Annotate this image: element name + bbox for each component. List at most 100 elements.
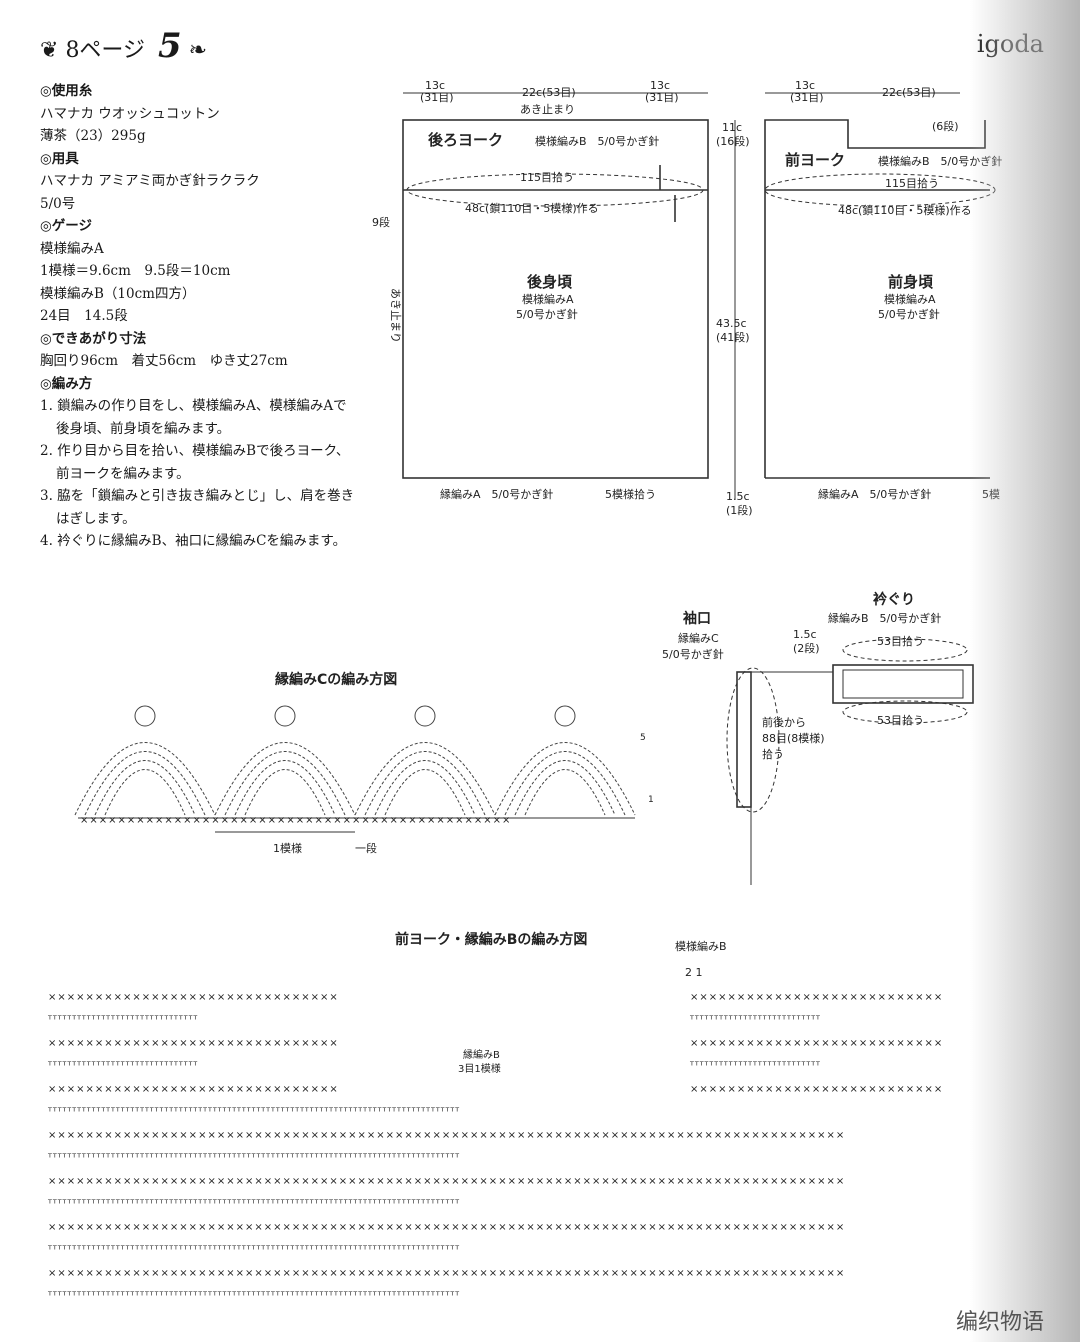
chart-b-stitch-row: ××××××××××××××××××××××××××××××× [48, 1038, 339, 1049]
page-curl-shadow [970, 0, 1080, 1342]
pickup-ellipse-back [406, 173, 704, 207]
back-yoke-pattern: 模様編みB 5/0号かぎ針 [535, 134, 659, 148]
tools-line-2: 5/0号 [40, 195, 76, 212]
sleeve-pick-3: 拾う [762, 747, 784, 761]
dim-13c-left: 13c [425, 79, 445, 92]
side-open-label: あき止まり [389, 288, 402, 343]
chart-c-arch [104, 769, 186, 816]
chart-b-edge-label-1: 縁編みB [463, 1048, 500, 1061]
neck-pick-bottom: 53目拾う [877, 713, 924, 727]
sleeve-band [736, 671, 752, 808]
rows-16: (16段) [716, 134, 750, 148]
chart-c-repeat-label: 1模様 [273, 841, 302, 855]
gauge-a: 模様編みA [40, 240, 104, 257]
step-3: 3. 脇を「鎖編みと引き抜き編みとじ」し、肩を巻きはぎします。 [40, 488, 355, 527]
rows-9-label: 9段 [372, 215, 390, 229]
gauge-heading: ◎ゲージ [40, 218, 93, 234]
chart-c-picot [414, 705, 436, 727]
pattern-number: 5 [158, 26, 182, 66]
size-value: 胸回り96cm 着丈56cm ゆき丈27cm [40, 353, 288, 369]
gauge-a-value: 1模様＝9.6cm 9.5段＝10cm [40, 263, 231, 279]
make-48-back: 48c(鎖110目・5模様)作る [465, 201, 599, 215]
step-2: 2. 作り目から目を拾い、模様編みBで後ろヨーク、前ヨークを編みます。 [40, 443, 350, 482]
chart-c-arch [494, 742, 636, 816]
tools-heading: ◎用具 [40, 150, 79, 167]
chart-c-arch [504, 751, 626, 816]
chart-c-arch [84, 751, 206, 816]
pick-5-label: 5模様拾う [605, 487, 656, 501]
yarn-heading: ◎使用糸 [40, 83, 93, 99]
dim-11c: 11c [722, 121, 742, 134]
tools-line-1: ハマナカ アミアミ両かぎ針ラクラク [40, 173, 260, 189]
front-make-48: 48c(鎖110目・5模様)作る [838, 203, 972, 217]
chart-b-stitch-row: ᵀᵀᵀᵀᵀᵀᵀᵀᵀᵀᵀᵀᵀᵀᵀᵀᵀᵀᵀᵀᵀᵀᵀᵀᵀᵀᵀ [689, 1015, 821, 1026]
chart-b-stitch-row: ᵀᵀᵀᵀᵀᵀᵀᵀᵀᵀᵀᵀᵀᵀᵀᵀᵀᵀᵀᵀᵀᵀᵀᵀᵀᵀᵀᵀᵀᵀᵀᵀᵀᵀᵀᵀᵀᵀᵀᵀ… [47, 1291, 460, 1302]
chart-b-stitch-row: ××××××××××××××××××××××××××× [690, 992, 943, 1003]
watermark: 编织物语 [955, 1310, 1044, 1335]
rows-41: (41段) [716, 330, 750, 344]
back-body-title: 後身頃 [526, 273, 573, 291]
front-body-title: 前身頃 [888, 273, 934, 291]
front-dim-13c: 13c [795, 79, 815, 92]
front-dim-31: (31目) [790, 91, 824, 104]
chart-b-stitch-row: ᵀᵀᵀᵀᵀᵀᵀᵀᵀᵀᵀᵀᵀᵀᵀᵀᵀᵀᵀᵀᵀᵀᵀᵀᵀᵀᵀ [689, 1061, 821, 1072]
neck-edge: 縁編みB 5/0号かぎ針 [828, 611, 941, 625]
front-yoke-title: 前ヨーク [785, 151, 845, 169]
chart-b-stitch-row: ××××××××××××××××××××××××××××××××××××××××… [48, 1130, 845, 1141]
sleeve-pick-2: 88目(8模様) [762, 731, 825, 745]
chart-b-rows-label: 2 1 [685, 966, 703, 979]
sleeve-title: 袖口 [683, 610, 711, 627]
dim-31-right: (31目) [645, 91, 679, 104]
chart-b-stitch-row: ××××××××××××××××××××××××××××××××××××××××… [48, 1176, 845, 1187]
size-heading: ◎できあがり寸法 [40, 330, 147, 347]
chart-c-arch [364, 751, 486, 816]
front-panel-outline [764, 119, 986, 478]
chart-b-edge-label-2: 3目1模様 [458, 1062, 501, 1075]
chart-c-title: 縁編みCの編み方図 [275, 671, 397, 688]
chart-c-arch [354, 742, 496, 816]
dim-22c: 22c(53目) [522, 86, 576, 99]
dim-1-5c: 1.5c [726, 490, 750, 503]
chart-b-stitch-row: ᵀᵀᵀᵀᵀᵀᵀᵀᵀᵀᵀᵀᵀᵀᵀᵀᵀᵀᵀᵀᵀᵀᵀᵀᵀᵀᵀᵀᵀᵀᵀᵀᵀᵀᵀᵀᵀᵀᵀᵀ… [47, 1153, 460, 1164]
neck-rows: (2段) [793, 641, 820, 655]
front-rows-6: (6段) [932, 119, 959, 133]
chart-b-stitch-row: ᵀᵀᵀᵀᵀᵀᵀᵀᵀᵀᵀᵀᵀᵀᵀᵀᵀᵀᵀᵀᵀᵀᵀᵀᵀᵀᵀᵀᵀᵀᵀᵀᵀᵀᵀᵀᵀᵀᵀᵀ… [47, 1245, 460, 1256]
yarn-color: 薄茶（23）295g [40, 128, 146, 144]
chart-b-title: 前ヨーク・縁編みBの編み方図 [395, 931, 587, 948]
chart-c-arch [244, 769, 326, 816]
chart-c-picot [554, 705, 576, 727]
dim-13c-right: 13c [650, 79, 670, 92]
dim-43-5c: 43.5c [716, 317, 747, 330]
back-body-hook: 5/0号かぎ針 [516, 307, 578, 321]
neck-pickup-top [842, 638, 968, 662]
sleeve-pickup-ellipse [726, 667, 780, 813]
back-panel-outline [402, 119, 709, 479]
chart-b-stitch-row: ××××××××××××××××××××××××××× [690, 1084, 943, 1095]
chart-b-stitch-row: ᵀᵀᵀᵀᵀᵀᵀᵀᵀᵀᵀᵀᵀᵀᵀᵀᵀᵀᵀᵀᵀᵀᵀᵀᵀᵀᵀᵀᵀᵀᵀᵀᵀᵀᵀᵀᵀᵀᵀᵀ… [47, 1199, 460, 1210]
chart-b-stitch-row: ××××××××××××××××××××××××××× [690, 1038, 943, 1049]
materials-panel: ◎使用糸 ハマナカ ウオッシュコットン 薄茶（23）295g ◎用具 ハマナカ … [40, 80, 360, 553]
neck-open-label: あき止まり [520, 103, 575, 116]
chart-b-stitch-row: ᵀᵀᵀᵀᵀᵀᵀᵀᵀᵀᵀᵀᵀᵀᵀᵀᵀᵀᵀᵀᵀᵀᵀᵀᵀᵀᵀᵀᵀᵀᵀ [47, 1061, 198, 1072]
sleeve-edge: 縁編みC [678, 631, 719, 645]
page-ref: 8ページ [65, 38, 145, 63]
rows-1: (1段) [726, 503, 753, 517]
yarn-brand: ハマナカ ウオッシュコットン [40, 105, 220, 122]
step-1: 1. 鎖編みの作り目をし、模様編みA、模様編みAで後身頃、前身頃を編みます。 [40, 398, 347, 437]
front-edging-label: 縁編みA 5/0号かぎ針 [818, 487, 931, 501]
neck-band-inner [842, 669, 964, 699]
gauge-b-value: 24目 14.5段 [40, 308, 128, 324]
chart-c-arch [384, 769, 466, 816]
neck-band-outer [832, 664, 974, 704]
neck-dim: 1.5c [793, 628, 817, 641]
chart-b-pattern-label: 模様編みB [675, 939, 727, 953]
chart-c-picot [274, 705, 296, 727]
dim-31-left: (31目) [420, 91, 454, 104]
chart-b-stitch-row: ××××××××××××××××××××××××××××××××××××××××… [48, 1268, 845, 1279]
chart-b-stitch-row: ᵀᵀᵀᵀᵀᵀᵀᵀᵀᵀᵀᵀᵀᵀᵀᵀᵀᵀᵀᵀᵀᵀᵀᵀᵀᵀᵀᵀᵀᵀᵀᵀᵀᵀᵀᵀᵀᵀᵀᵀ… [47, 1107, 460, 1118]
pick-115-back: 115目拾う [520, 170, 574, 184]
chart-c-arch [514, 760, 616, 816]
gauge-b: 模様編みB（10cm四方） [40, 285, 196, 302]
chart-c-picot [134, 705, 156, 727]
